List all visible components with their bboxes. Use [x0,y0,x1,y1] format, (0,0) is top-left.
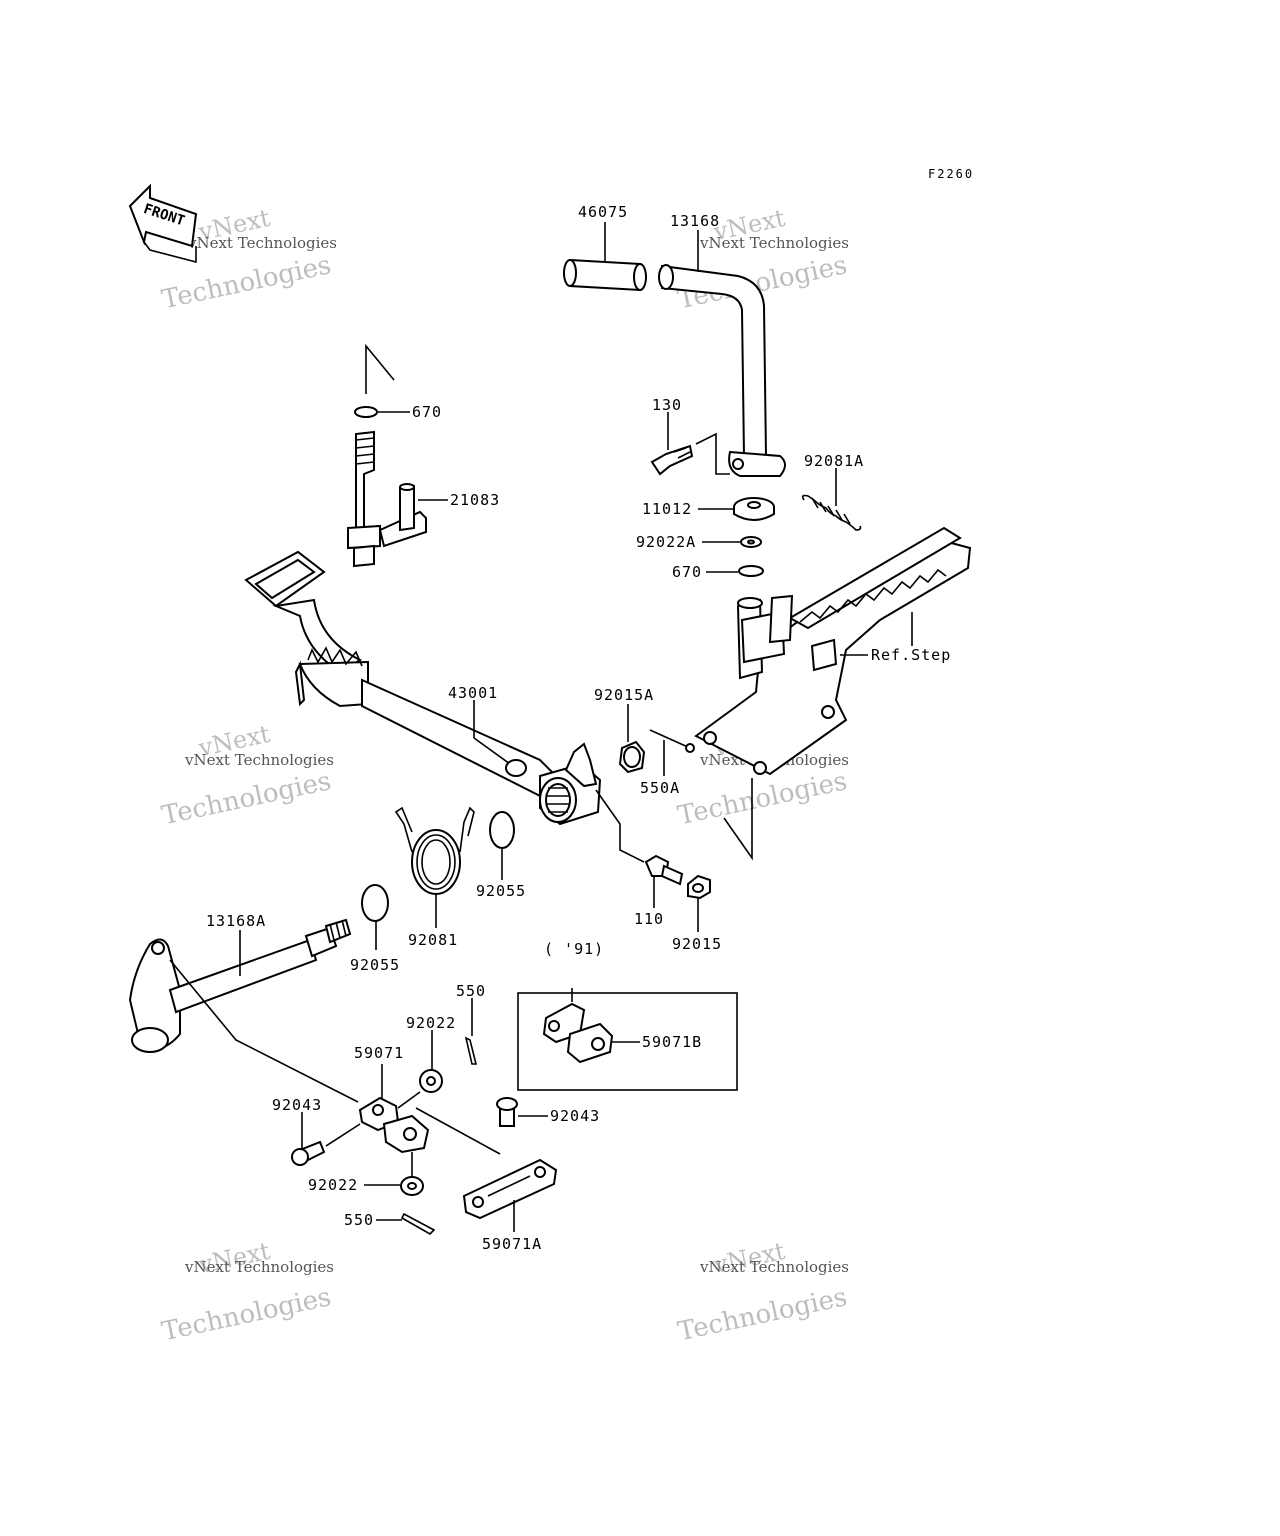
label-110: 110 [634,910,664,928]
label-43001: 43001 [448,684,498,702]
diagram-code: F2260 [928,167,974,181]
plug-cap [505,759,527,777]
watermark-bottom-right: vNext vNext Technologies Technologies [675,1237,850,1348]
pin-92043-a [291,1140,326,1166]
label-92043-b: 92043 [550,1107,600,1125]
watermark-mid-left: vNext vNext Technologies Technologies [159,720,334,832]
cotter-pin-550-a [464,1036,478,1065]
washer-92022-b [400,1176,424,1196]
label-92022A: 92022A [636,533,696,551]
oring-92055-b [361,884,389,922]
label-130: 130 [652,396,682,414]
svg-text:Technologies: Technologies [675,1282,850,1347]
kick-shaft-21083 [347,430,427,568]
link-59071A [462,1158,558,1220]
label-92043-a: 92043 [272,1096,322,1114]
spring-92081A [801,494,862,531]
oring-670-a [354,406,378,418]
label-670-b: 670 [672,563,702,581]
label-11012: 11012 [642,500,692,518]
washer-92022A [740,536,762,548]
brake-shaft-13168A [128,918,352,1053]
label-92055-a: 92055 [476,882,526,900]
variant-box [517,992,738,1091]
svg-text:Technologies: Technologies [159,1282,334,1347]
clevis-59071B [542,1002,614,1064]
label-92081A: 92081A [804,452,864,470]
nut-92015 [687,874,711,900]
front-arrow-icon: FRONT [128,183,198,264]
svg-text:Technologies: Technologies [675,766,850,831]
label-13168A: 13168A [206,912,266,930]
bolt-130 [650,444,694,476]
svg-text:vNext Technologies: vNext Technologies [699,1258,849,1276]
label-92081: 92081 [408,931,458,949]
nut-92015A [618,740,646,774]
svg-text:vNext Technologies: vNext Technologies [187,234,337,252]
cotter-pin-550-b [400,1212,436,1235]
label-21083: 21083 [450,491,500,509]
svg-text:vNext Technologies: vNext Technologies [699,234,849,252]
svg-text:vNext Technologies: vNext Technologies [184,1258,334,1276]
label-ref-step: Ref.Step [871,646,951,664]
variant-note: ( '91) [544,940,604,958]
watermark-bottom-left: vNext vNext Technologies Technologies [159,1237,334,1348]
clevis-59071 [358,1096,430,1154]
label-550-b: 550 [344,1211,374,1229]
label-92015A: 92015A [594,686,654,704]
label-46075: 46075 [578,203,628,221]
oring-92055-a [489,811,515,849]
label-92022-b: 92022 [308,1176,358,1194]
cotter-pin-550A [649,729,695,753]
label-92015: 92015 [672,935,722,953]
bolt-110 [644,854,684,886]
collar-11012 [733,497,775,521]
label-92055-b: 92055 [350,956,400,974]
svg-text:Technologies: Technologies [159,766,334,831]
label-550A: 550A [640,779,680,797]
label-59071: 59071 [354,1044,404,1062]
pin-92043-b [496,1097,518,1127]
svg-text:vNext Technologies: vNext Technologies [184,751,334,769]
label-670-a: 670 [412,403,442,421]
handle-13168 [658,264,786,477]
step-assembly [694,526,972,776]
label-92022-a: 92022 [406,1014,456,1032]
label-13168: 13168 [670,212,720,230]
label-550-a: 550 [456,982,486,1000]
return-spring-92081 [394,806,475,895]
oring-670-b [738,565,764,577]
label-59071B: 59071B [642,1033,702,1051]
label-59071A: 59071A [482,1235,542,1253]
washer-92022-a [419,1069,443,1093]
grip-46075 [563,258,647,292]
